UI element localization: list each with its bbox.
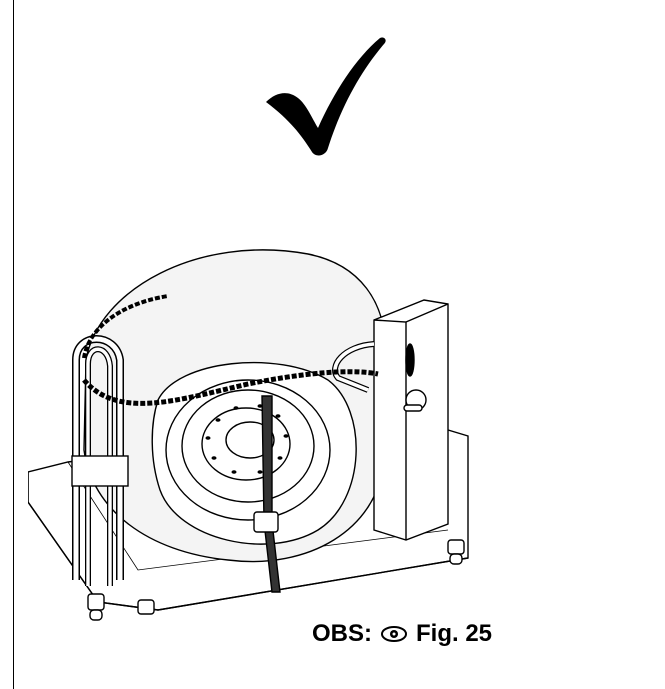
- obs-label: OBS:: [312, 620, 372, 647]
- figure-reference: OBS: Fig. 25: [312, 620, 492, 648]
- tyre-dolly-illustration: [28, 249, 469, 621]
- checkmark-icon: [266, 37, 386, 156]
- figure-number: Fig. 25: [416, 620, 493, 647]
- eye-icon: [381, 626, 407, 642]
- page-margin-line: [13, 0, 14, 689]
